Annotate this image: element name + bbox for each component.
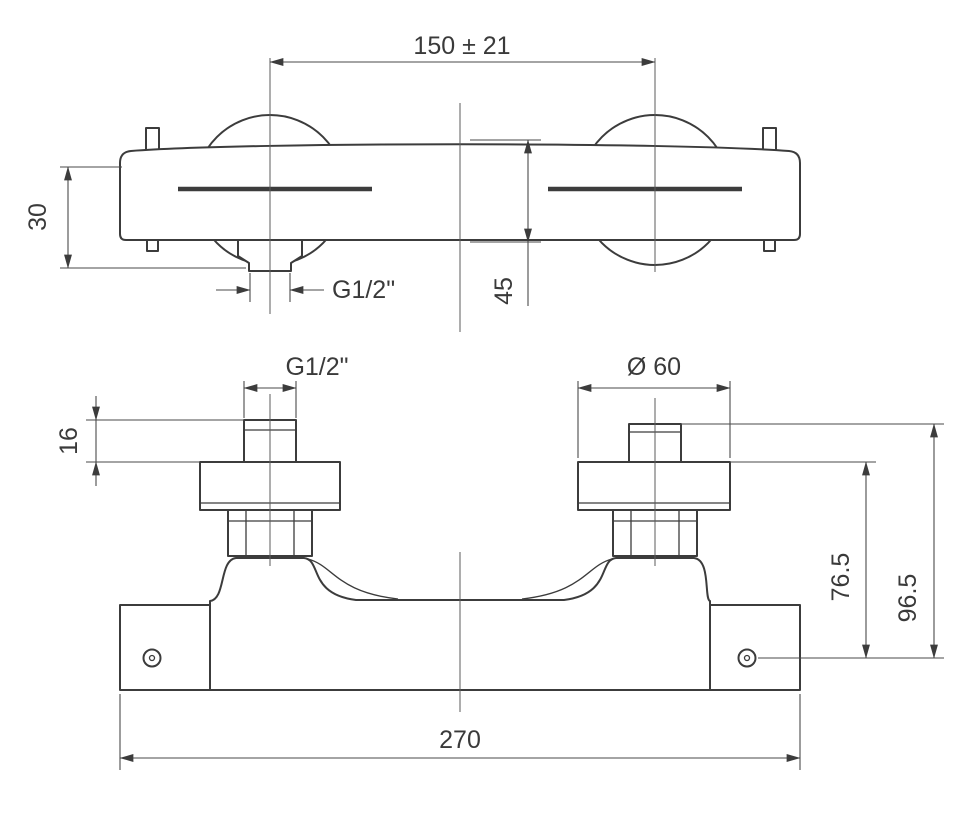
right-screw-hole-center: [743, 654, 751, 662]
dim-label-connection-span: 150 ± 21: [413, 32, 510, 60]
dim-overall-height: 96.5: [681, 423, 944, 659]
dim-escutcheon-diameter: Ø 60: [577, 353, 731, 458]
screw-pip-bottom-left: [146, 239, 159, 252]
dim-outlet-offset: 30: [24, 166, 246, 269]
dim-label-inlet-pipe-height: 16: [55, 427, 83, 455]
left-screw-hole-center: [148, 654, 156, 662]
dim-height-to-axis: 76.5: [730, 461, 944, 659]
dim-label-inlet-thread: G1/2": [285, 353, 348, 381]
dim-label-body-depth: 45: [490, 277, 518, 305]
dim-inlet-thread: G1/2": [243, 353, 349, 418]
dim-label-outlet-thread: G1/2": [332, 276, 395, 304]
dim-label-escutcheon-diameter: Ø 60: [627, 353, 681, 381]
dim-label-overall-height: 96.5: [894, 574, 922, 623]
body-fillet-curve-right: [521, 558, 613, 600]
dim-label-height-to-axis: 76.5: [827, 553, 855, 602]
left-wall-plate: [119, 604, 211, 691]
body-fillet-curve-left: [307, 558, 399, 600]
dim-body-depth: 45: [470, 139, 541, 306]
screw-pip-bottom-right: [763, 239, 776, 252]
right-screw-hole: [737, 648, 757, 668]
right-wall-plate: [709, 604, 801, 691]
screw-pip-top-right: [762, 127, 777, 153]
bottom-view: G1/2" Ø 60 16 76.5 96: [55, 353, 944, 770]
dim-outlet-thread: G1/2": [216, 273, 395, 304]
left-screw-hole: [142, 648, 162, 668]
dim-overall-width: 270: [119, 694, 801, 770]
front-view: 150 ± 21 30 45 G1/2": [24, 32, 801, 332]
right-escutcheon: [577, 461, 731, 511]
dim-label-outlet-offset: 30: [24, 203, 52, 231]
dim-inlet-pipe-height: 16: [55, 396, 244, 486]
dim-connection-span: 150 ± 21: [269, 32, 656, 66]
dim-label-overall-width: 270: [439, 726, 481, 754]
